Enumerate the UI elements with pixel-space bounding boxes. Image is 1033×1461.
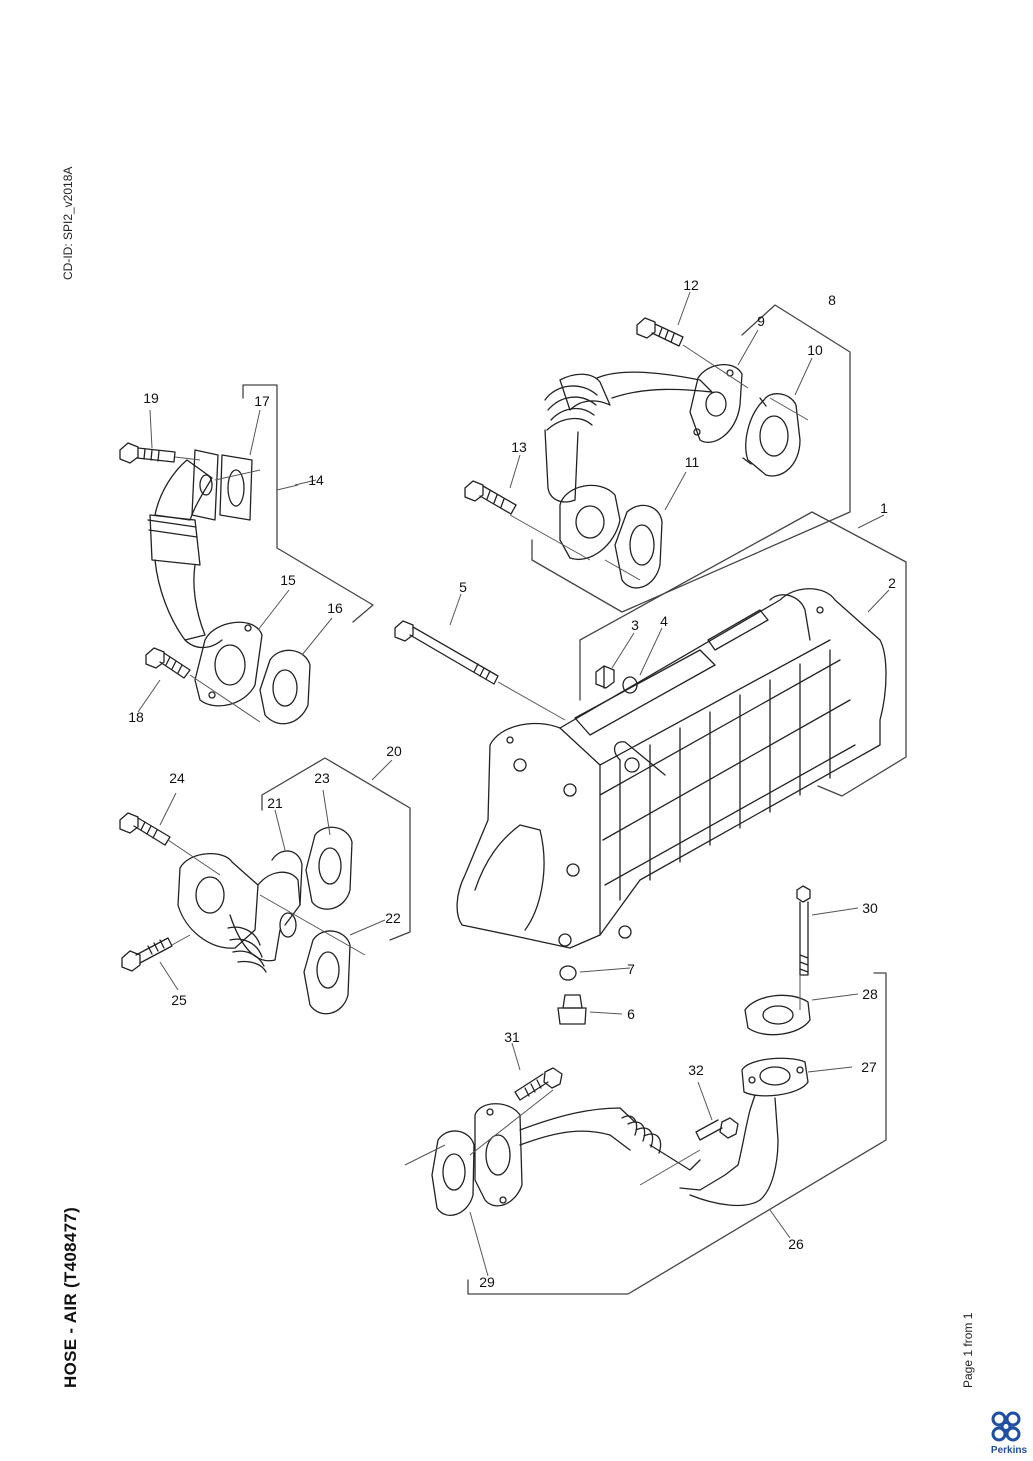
callout-1: 1 (880, 500, 888, 516)
callout-9: 9 (757, 313, 765, 329)
callout-29: 29 (479, 1274, 495, 1290)
bolt-13-icon (464, 480, 517, 515)
callout-6: 6 (627, 1006, 635, 1022)
gasket-28-icon (744, 994, 811, 1036)
group-bracket-8 (531, 304, 851, 613)
pipe-26-icon (474, 1094, 779, 1207)
pipe-14-icon (147, 449, 223, 649)
gasket-23-icon (305, 826, 353, 910)
flange-27-icon (741, 1057, 809, 1097)
gasket-17-icon (219, 454, 253, 521)
callout-12: 12 (683, 277, 699, 293)
group-bracket-20 (261, 757, 411, 941)
callout-28: 28 (862, 986, 878, 1002)
brand-name: Perkins (990, 1445, 1028, 1456)
bolt-18-icon (145, 647, 191, 679)
callout-8: 8 (828, 292, 836, 308)
group-bracket-26 (467, 972, 887, 1295)
bolt-31-icon (514, 1067, 563, 1101)
callout-30: 30 (862, 900, 878, 916)
egr-cooler-2-icon (456, 588, 887, 949)
group-bracket-14 (242, 384, 374, 623)
callout-10: 10 (807, 342, 823, 358)
callout-27: 27 (861, 1059, 877, 1075)
callout-2: 2 (888, 575, 896, 591)
bolt-12-icon (636, 317, 684, 347)
callout-31: 31 (504, 1029, 520, 1045)
callout-3: 3 (631, 617, 639, 633)
callout-11: 11 (685, 454, 700, 470)
callout-23: 23 (314, 770, 330, 786)
gasket-16-icon (259, 649, 311, 725)
callout-5: 5 (459, 579, 467, 595)
callout-20: 20 (386, 743, 402, 759)
callout-labels: 1 2 3 4 5 6 7 8 9 10 11 12 13 14 15 16 1… (128, 277, 896, 1290)
gasket-10-icon (742, 393, 801, 477)
flange-11-icon (559, 484, 663, 589)
flange-15-icon (194, 621, 263, 707)
callout-15: 15 (280, 572, 296, 588)
callout-25: 25 (171, 992, 187, 1008)
callout-13: 13 (511, 439, 527, 455)
bolt-19-icon (119, 442, 176, 464)
callout-4: 4 (660, 613, 668, 629)
gasket-22-icon (303, 930, 351, 1015)
tube-9-icon (544, 364, 743, 503)
callout-32: 32 (688, 1062, 704, 1078)
callout-14: 14 (308, 472, 324, 488)
bolt-25-icon (121, 937, 173, 972)
bolt-32-icon (695, 1117, 739, 1141)
callout-26: 26 (788, 1236, 804, 1252)
callout-7: 7 (627, 961, 635, 977)
perkins-logo-icon: Perkins (988, 1410, 1030, 1458)
oring-7-icon (559, 965, 577, 981)
elbow-20-icon (177, 850, 303, 973)
callout-24: 24 (169, 770, 185, 786)
callout-18: 18 (128, 709, 144, 725)
group-bracket-1 (579, 511, 907, 797)
plug-3-icon (595, 665, 615, 689)
callout-16: 16 (327, 600, 343, 616)
gasket-29-icon (431, 1130, 475, 1216)
bolt-24-icon (119, 812, 171, 846)
drain-plug-6-icon (557, 994, 587, 1025)
bolt-30-icon (796, 885, 811, 976)
callout-21: 21 (267, 795, 283, 811)
callout-19: 19 (143, 390, 159, 406)
callout-17: 17 (254, 393, 270, 409)
callout-22: 22 (385, 910, 401, 926)
bolt-5-icon (394, 620, 499, 685)
